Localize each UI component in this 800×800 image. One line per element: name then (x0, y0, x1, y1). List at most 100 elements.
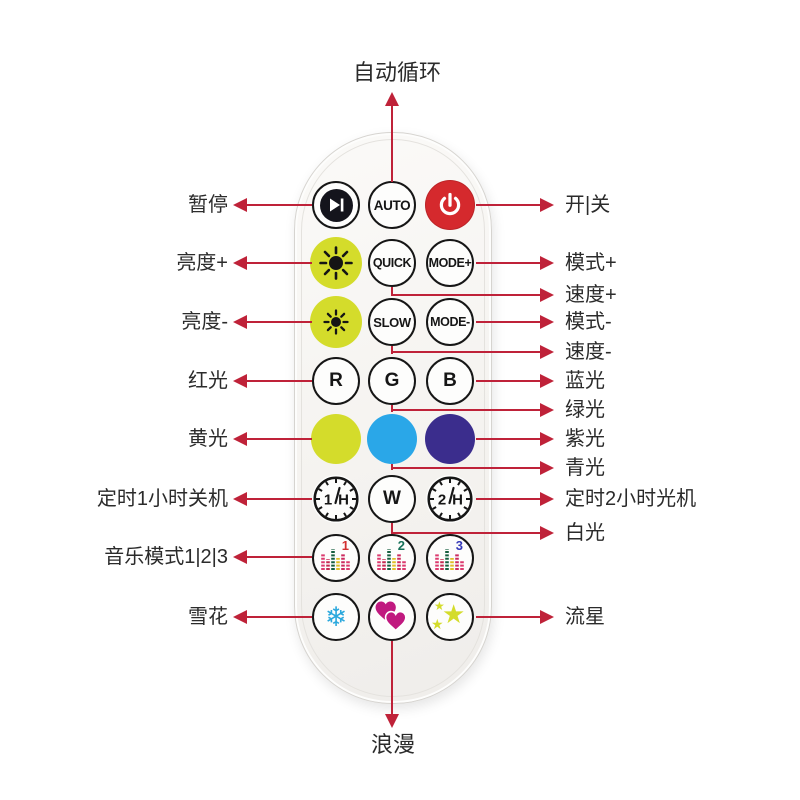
arrowhead-right (540, 288, 554, 302)
play-pause-button[interactable] (312, 181, 360, 229)
arrowhead-left (233, 315, 247, 329)
label-mode-plus: 模式+ (565, 252, 617, 274)
label-blue-light: 蓝光 (565, 370, 605, 392)
connector-line (391, 467, 540, 470)
red-button-label: R (329, 370, 343, 391)
sun-large-icon (319, 246, 353, 280)
equalizer-icon (377, 549, 406, 570)
yellow-color-button[interactable] (311, 414, 361, 464)
music-mode-1-button[interactable]: 1 (312, 534, 360, 582)
connector-line (246, 262, 312, 265)
label-brightness-up: 亮度+ (176, 252, 228, 274)
double-heart-icon (375, 601, 407, 632)
connector-line (246, 204, 312, 207)
brightness-up-button[interactable] (310, 237, 362, 289)
snowflake-icon: ❄ (324, 601, 348, 632)
svg-text:1: 1 (324, 492, 332, 509)
red-button[interactable]: R (312, 357, 360, 405)
connector-line (391, 641, 394, 714)
white-button[interactable]: W (368, 475, 416, 523)
label-mode-minus: 模式- (565, 311, 612, 333)
snowflake-button[interactable]: ❄ (312, 593, 360, 641)
arrowhead-right (540, 315, 554, 329)
power-icon (439, 192, 461, 216)
arrowhead-left (233, 610, 247, 624)
connector-line (391, 532, 540, 535)
brightness-down-button[interactable] (310, 296, 362, 348)
blue-button[interactable]: B (426, 357, 474, 405)
label-brightness-down: 亮度- (181, 311, 228, 333)
svg-text:H: H (452, 492, 463, 509)
connector-line (391, 106, 394, 182)
arrowhead-left (233, 492, 247, 506)
label-music-modes: 音乐模式1|2|3 (104, 546, 228, 568)
arrowhead-down (385, 714, 399, 728)
arrowhead-left (233, 432, 247, 446)
connector-line (391, 409, 540, 412)
connector-line (246, 321, 312, 324)
connector-line (391, 346, 394, 354)
connector-line (476, 498, 540, 501)
arrowhead-right (540, 526, 554, 540)
label-red-light: 红光 (188, 370, 228, 392)
connector-line (391, 523, 394, 534)
label-romantic: 浪漫 (370, 732, 415, 757)
connector-line (246, 438, 312, 441)
svg-text:2: 2 (438, 492, 446, 509)
white-button-label: W (383, 488, 401, 509)
auto-button[interactable]: AUTO (368, 181, 416, 229)
blue-button-label: B (443, 370, 457, 391)
slow-button[interactable]: SLOW (368, 298, 416, 346)
timer-2h-clock-icon: 2 H (427, 476, 473, 522)
arrowhead-right (540, 403, 554, 417)
mode-minus-button[interactable]: MODE- (426, 298, 474, 346)
green-button-label: G (384, 370, 400, 391)
arrowhead-up (385, 92, 399, 106)
green-button[interactable]: G (368, 357, 416, 405)
label-on-off: 开|关 (565, 194, 611, 216)
label-yellow-light: 黄光 (188, 428, 228, 450)
music-mode-2-button[interactable]: 2 (368, 534, 416, 582)
mode-minus-button-label: MODE- (430, 315, 470, 329)
connector-line (476, 204, 540, 207)
label-white-light: 白光 (565, 522, 605, 544)
purple-color-button[interactable] (425, 414, 475, 464)
timer-1h-button[interactable]: 1 H (312, 475, 360, 523)
quick-button-label: QUICK (372, 256, 412, 270)
music-mode-3-button[interactable]: 3 (426, 534, 474, 582)
arrowhead-left (233, 198, 247, 212)
label-timer-2h: 定时2小时光机 (565, 488, 697, 510)
label-speed-plus: 速度+ (565, 284, 617, 306)
connector-line (391, 351, 540, 354)
timer-2h-button[interactable]: 2 H (426, 475, 474, 523)
label-timer-1h-off: 定时1小时关机 (96, 488, 228, 510)
meteor-stars-button[interactable]: ★ ★ ★ (426, 593, 474, 641)
romantic-hearts-button[interactable] (368, 593, 416, 641)
connector-line (391, 405, 394, 412)
sun-small-icon (323, 309, 349, 335)
arrowhead-right (540, 492, 554, 506)
arrowhead-right (540, 198, 554, 212)
label-green-light: 绿光 (565, 399, 605, 421)
connector-line (246, 616, 312, 619)
mode-plus-button[interactable]: MODE+ (426, 239, 474, 287)
stars-icon: ★ ★ ★ (431, 599, 466, 632)
connector-line (246, 498, 312, 501)
arrowhead-right (540, 374, 554, 388)
slow-button-label: SLOW (373, 314, 411, 330)
arrowhead-right (540, 432, 554, 446)
arrowhead-right (540, 345, 554, 359)
auto-button-label: AUTO (373, 197, 411, 213)
label-cyan-light: 青光 (565, 457, 605, 479)
connector-line (391, 294, 540, 297)
connector-line (476, 262, 540, 265)
connector-line (476, 616, 540, 619)
label-speed-minus: 速度- (565, 341, 612, 363)
quick-button[interactable]: QUICK (368, 239, 416, 287)
lightblue-color-button[interactable] (367, 414, 417, 464)
timer-1h-clock-icon: 1 H (313, 476, 359, 522)
power-button[interactable] (425, 180, 475, 230)
equalizer-icon (321, 549, 350, 570)
connector-line (476, 438, 540, 441)
